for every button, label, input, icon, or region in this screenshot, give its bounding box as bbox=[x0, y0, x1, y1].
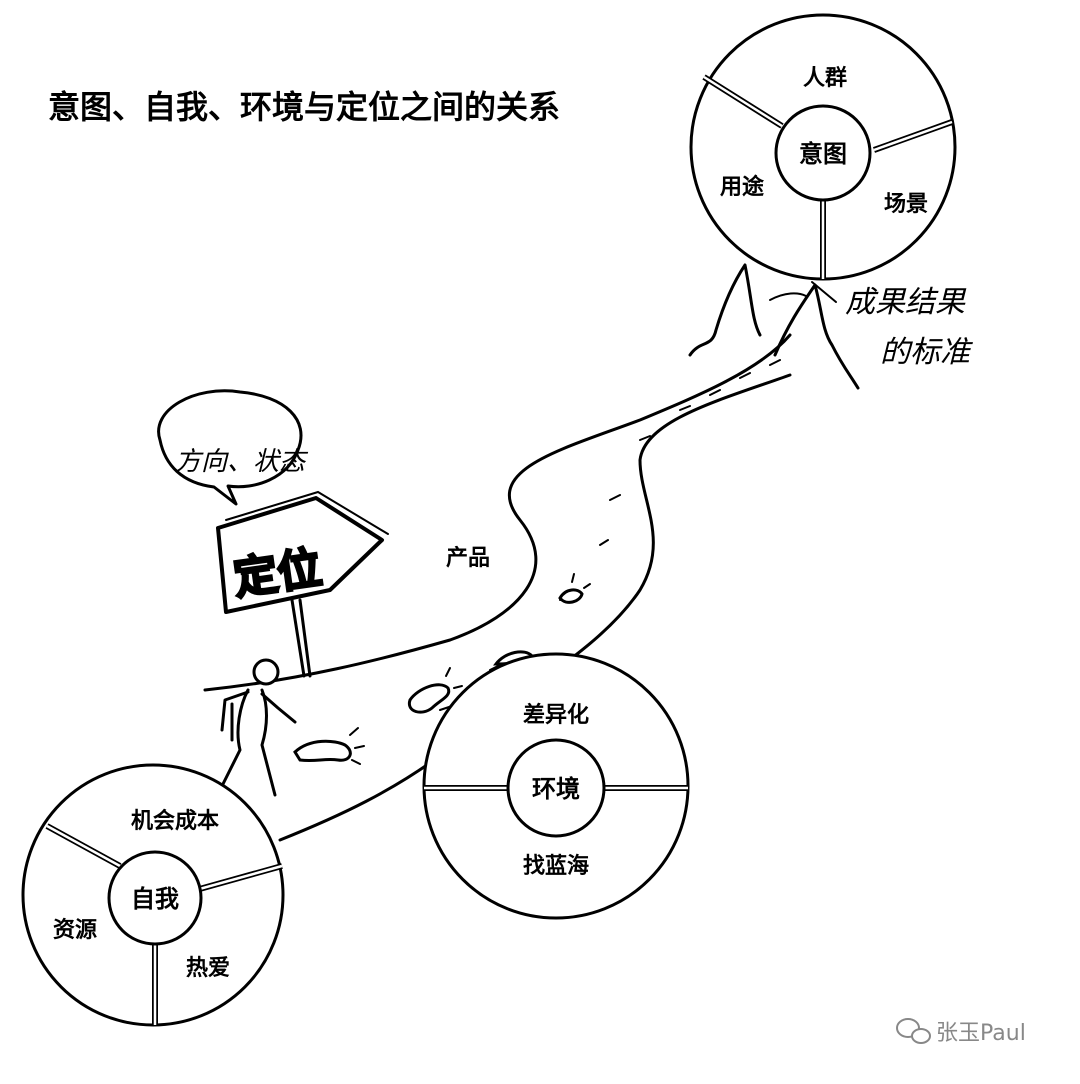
intent-segment-use: 用途 bbox=[720, 174, 765, 200]
intent-segment-scene: 场景 bbox=[884, 192, 928, 217]
intent-center-label: 意图 bbox=[799, 140, 847, 168]
speech-bubble: 方向、状态 bbox=[157, 389, 309, 506]
wechat-icon bbox=[896, 1018, 931, 1044]
self-circle: 自我 机会成本 资源 热爱 bbox=[21, 763, 285, 1027]
road-label: 产品 bbox=[446, 546, 490, 571]
signpost: 定位 bbox=[216, 490, 389, 678]
environment-center-label: 环境 bbox=[532, 775, 580, 803]
summit-note-line1: 成果结果 bbox=[845, 285, 967, 320]
summit-note-line2: 的标准 bbox=[880, 335, 973, 370]
footprint-icon bbox=[293, 739, 352, 763]
environment-circle: 环境 差异化 找蓝海 bbox=[422, 652, 690, 920]
self-segment-passion: 热爱 bbox=[186, 955, 230, 981]
diagram-title: 意图、自我、环境与定位之间的关系 bbox=[48, 88, 560, 126]
speech-bubble-text: 方向、状态 bbox=[175, 447, 309, 477]
mountain-peak-icon bbox=[688, 263, 860, 390]
road bbox=[203, 333, 792, 842]
self-center-label: 自我 bbox=[131, 885, 179, 913]
sign-text: 定位 bbox=[231, 542, 325, 605]
intent-circle: 意图 人群 用途 场景 bbox=[689, 13, 957, 281]
watermark: 张玉Paul bbox=[896, 1018, 1026, 1046]
environment-top-label: 差异化 bbox=[523, 702, 589, 728]
intent-segment-crowd: 人群 bbox=[803, 65, 847, 91]
watermark-text: 张玉Paul bbox=[936, 1021, 1026, 1046]
environment-bottom-label: 找蓝海 bbox=[523, 853, 589, 879]
self-segment-resources: 资源 bbox=[53, 918, 97, 943]
walking-person-icon bbox=[218, 658, 297, 797]
footprint-icon bbox=[558, 588, 584, 604]
self-segment-opportunity-cost: 机会成本 bbox=[131, 808, 219, 834]
summit-note-pointer bbox=[811, 281, 837, 303]
footprint-icon bbox=[407, 683, 451, 714]
